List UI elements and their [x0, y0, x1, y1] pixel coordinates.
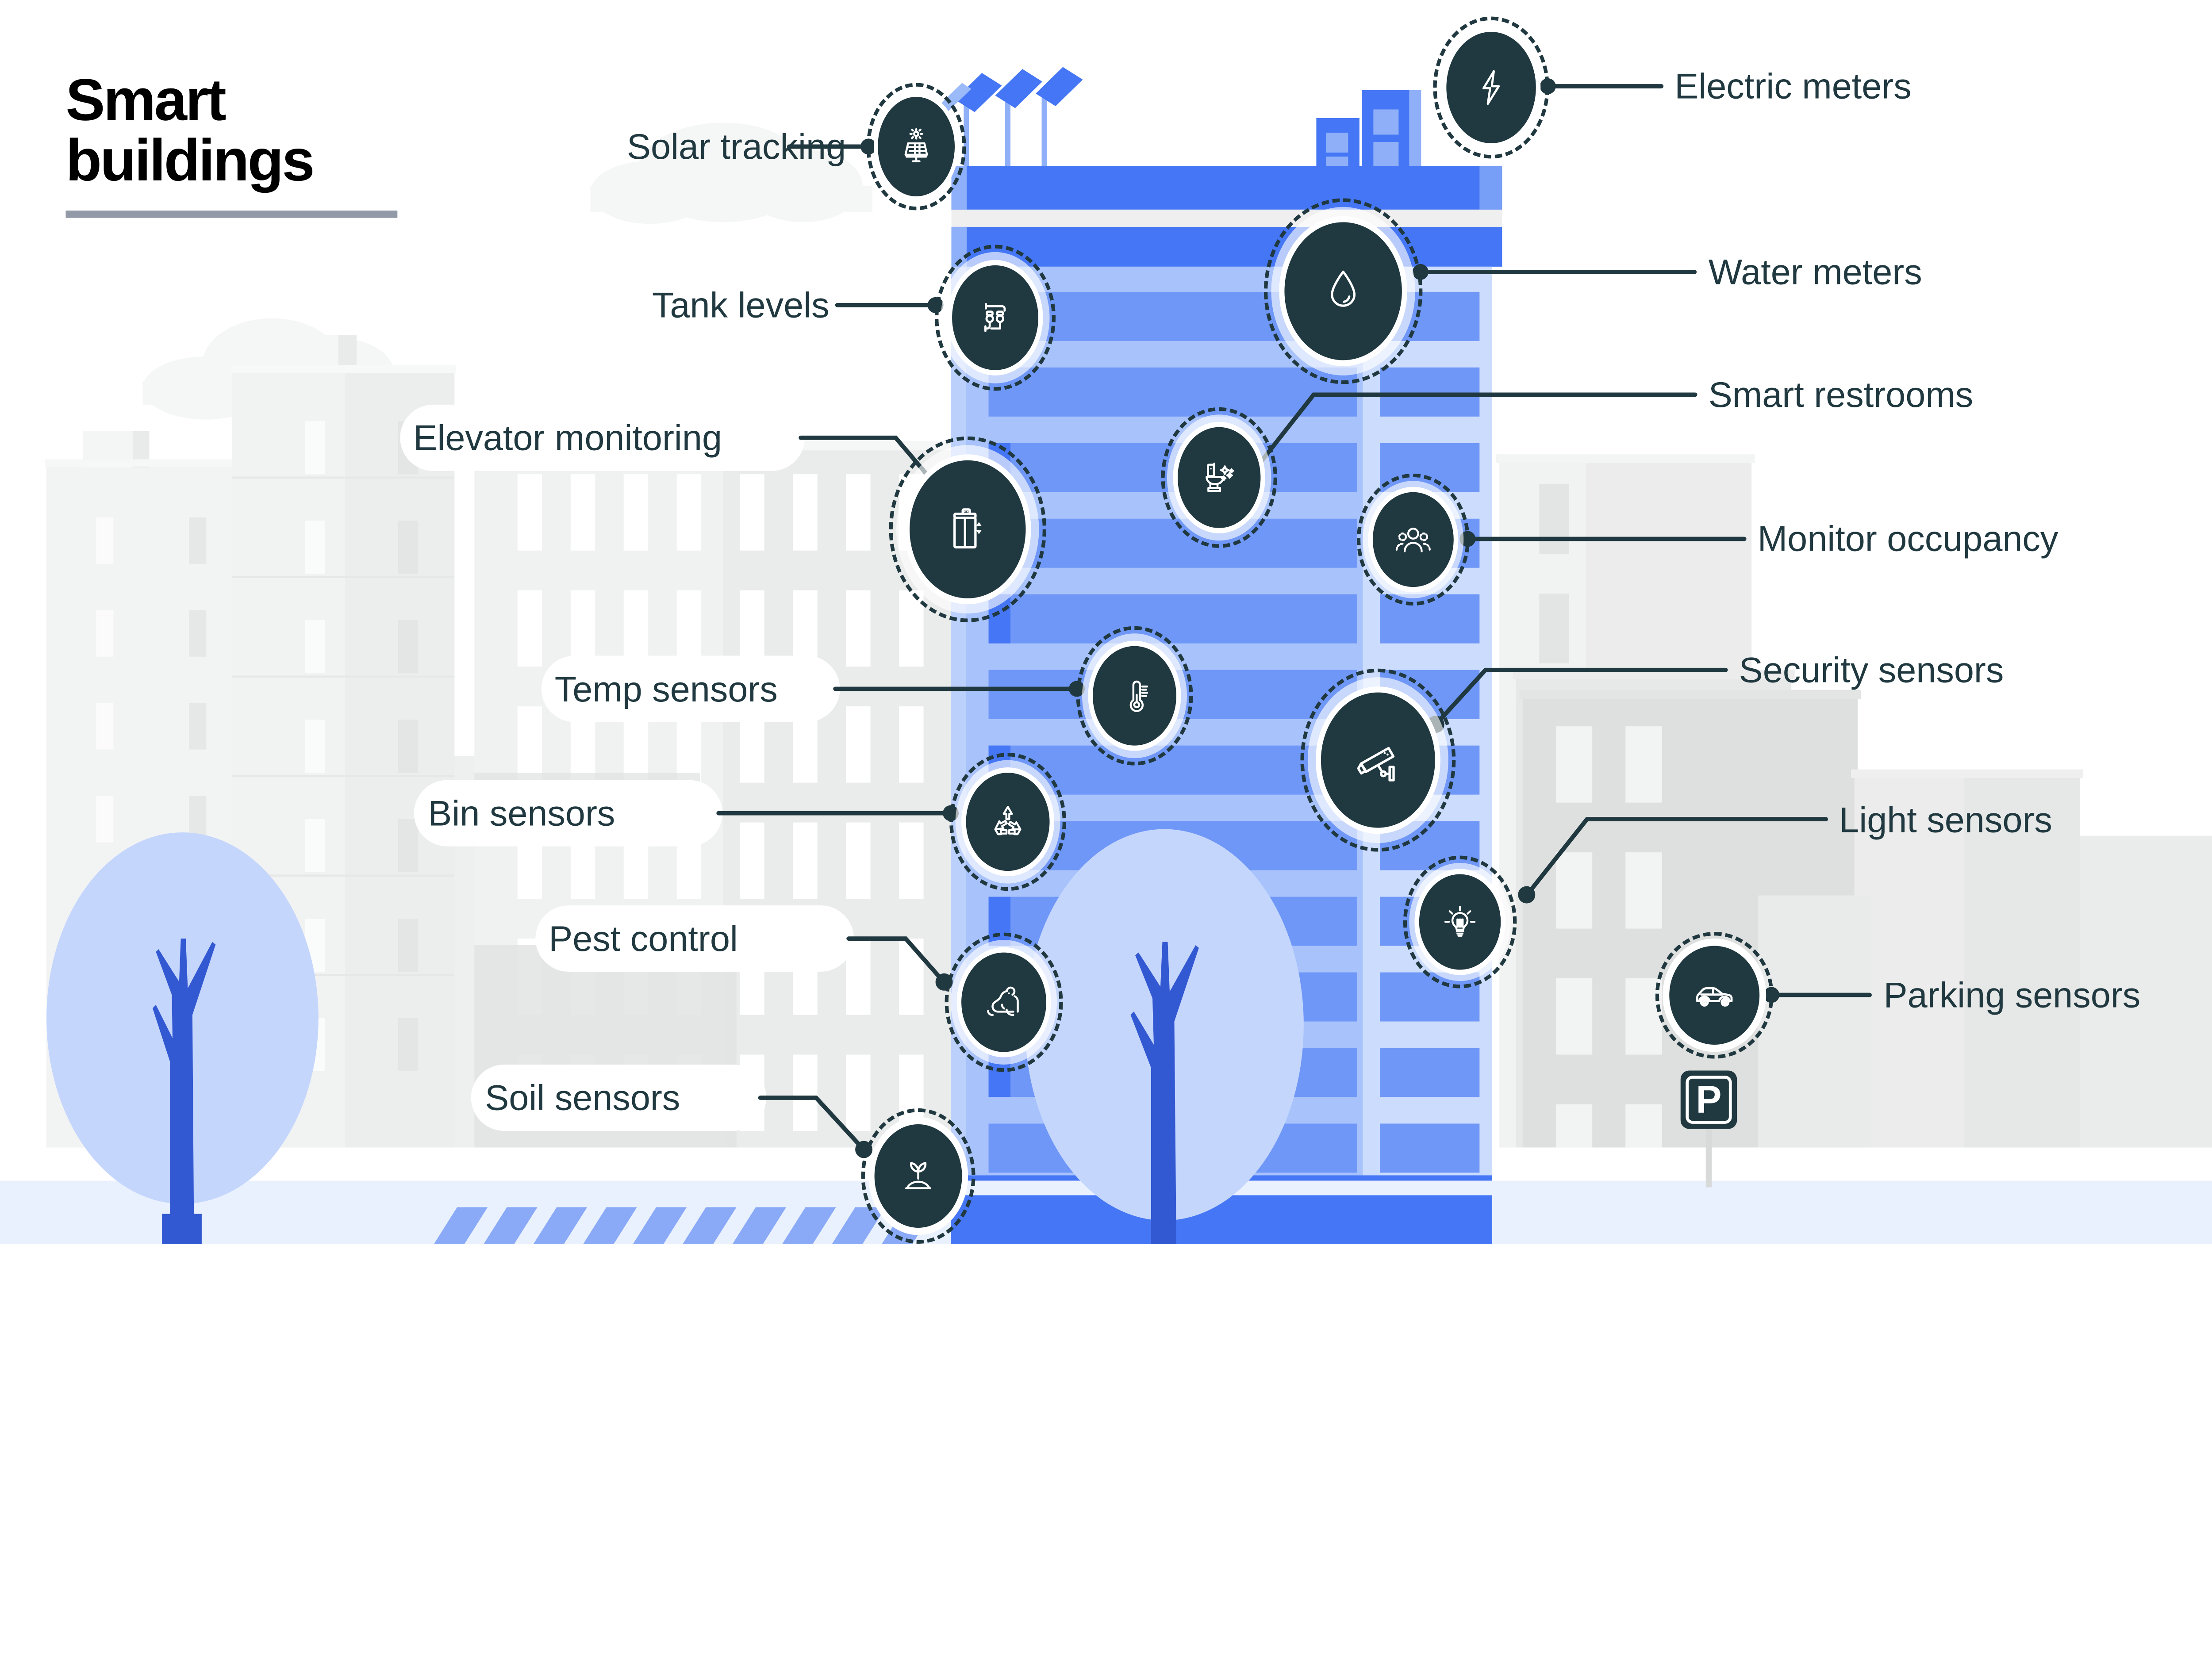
- dashed-ring: [1403, 855, 1517, 989]
- sensor-label-electric-meters[interactable]: Electric meters: [1674, 66, 1912, 106]
- sensor-label-tank-levels[interactable]: Tank levels: [652, 285, 830, 325]
- solar-panel-icon: [897, 127, 936, 166]
- sensor-label-pest-control[interactable]: Pest control: [549, 918, 738, 959]
- dashed-ring: [861, 1108, 975, 1244]
- label-pill-temp-sensors: [541, 655, 840, 722]
- sensor-label-smart-restrooms[interactable]: Smart restrooms: [1708, 374, 1974, 415]
- pipe-gauge-icon: [975, 298, 1015, 338]
- elevator-icon: [943, 505, 992, 554]
- sensor-node-smart-restrooms[interactable]: [1161, 407, 1277, 548]
- thermometer-icon: [1114, 676, 1154, 716]
- sensor-node-water-meters[interactable]: [1263, 198, 1423, 384]
- toilet-sparkle-icon: [1199, 458, 1238, 497]
- title-underline-rule: [65, 211, 398, 218]
- icon-disc: [1284, 222, 1402, 360]
- sensor-label-security-sensors[interactable]: Security sensors: [1739, 649, 2004, 690]
- sensor-node-bin-sensors[interactable]: [949, 753, 1067, 891]
- dashed-ring: [889, 436, 1047, 622]
- sensor-node-pest-control[interactable]: [945, 932, 1063, 1072]
- sensor-node-elevator-monitoring[interactable]: [889, 436, 1047, 622]
- icon-disc: [1321, 692, 1435, 828]
- sensor-node-light-sensors[interactable]: [1403, 855, 1517, 989]
- rodent-icon: [984, 982, 1024, 1022]
- dashed-ring: [1161, 407, 1277, 548]
- sensor-label-elevator-monitoring[interactable]: Elevator monitoring: [413, 418, 722, 458]
- infographic-canvas: P: [0, 16, 2212, 1244]
- label-pill-soil-sensors: [471, 1065, 767, 1131]
- lightning-bolt-icon: [1471, 68, 1511, 107]
- tree-left: [46, 832, 319, 1244]
- icon-disc: [966, 773, 1050, 871]
- dashed-ring: [935, 245, 1056, 391]
- page-title-block: Smart buildings: [65, 69, 464, 218]
- dashed-ring: [949, 753, 1067, 891]
- dashed-ring: [1263, 198, 1423, 384]
- icon-disc: [874, 1124, 962, 1228]
- dashed-ring: [1300, 668, 1456, 852]
- sensor-node-electric-meters[interactable]: [1433, 16, 1549, 159]
- sensor-node-solar-tracking[interactable]: [866, 83, 966, 211]
- sensor-node-parking-sensors[interactable]: [1655, 932, 1774, 1059]
- connector-lines: [716, 78, 1872, 1158]
- label-pill-elevator-monitoring: [400, 404, 805, 471]
- cctv-camera-icon: [1353, 735, 1403, 785]
- icon-disc: [1093, 646, 1176, 746]
- sensor-node-tank-levels[interactable]: [935, 245, 1056, 391]
- dashed-ring: [1356, 473, 1470, 606]
- dashed-ring: [866, 83, 966, 211]
- recycle-icon: [988, 802, 1027, 841]
- icon-disc: [1372, 492, 1454, 587]
- svg-text:P: P: [1696, 1078, 1721, 1121]
- city-skyline-right: [1496, 454, 2212, 1148]
- icon-disc: [1419, 874, 1501, 970]
- label-pill-pest-control: [535, 905, 854, 972]
- page-title: Smart buildings: [65, 66, 315, 193]
- icon-disc: [961, 952, 1047, 1052]
- icon-disc: [1446, 31, 1536, 143]
- dashed-ring: [945, 932, 1063, 1072]
- water-drop-icon: [1318, 266, 1368, 316]
- rooftop-solar-array: [939, 67, 1083, 172]
- lightbulb-icon: [1441, 903, 1479, 941]
- icon-disc: [1669, 946, 1760, 1045]
- icon-disc: [952, 265, 1039, 370]
- sensor-label-light-sensors[interactable]: Light sensors: [1839, 799, 2052, 840]
- parking-sign: P: [1680, 1070, 1737, 1188]
- sensor-node-soil-sensors[interactable]: [861, 1108, 975, 1244]
- sensor-label-bin-sensors[interactable]: Bin sensors: [428, 793, 615, 833]
- sensor-node-monitor-occupancy[interactable]: [1356, 473, 1470, 606]
- ground-strip: [0, 1180, 2212, 1244]
- sensor-label-parking-sensors[interactable]: Parking sensors: [1883, 974, 2141, 1015]
- sensor-label-solar-tracking[interactable]: Solar tracking: [626, 126, 846, 167]
- dashed-ring: [1076, 626, 1193, 766]
- icon-disc: [1177, 427, 1261, 528]
- tree-center: [1025, 829, 1304, 1244]
- sprout-icon: [899, 1157, 937, 1195]
- icon-disc: [910, 460, 1026, 598]
- label-pill-bin-sensors: [414, 780, 723, 847]
- sensor-label-monitor-occupancy[interactable]: Monitor occupancy: [1757, 518, 2058, 559]
- car-icon: [1693, 974, 1736, 1016]
- dashed-ring: [1655, 932, 1774, 1059]
- sensor-node-security-sensors[interactable]: [1300, 668, 1456, 852]
- sensor-label-temp-sensors[interactable]: Temp sensors: [554, 669, 778, 709]
- icon-disc: [878, 96, 955, 196]
- people-group-icon: [1394, 521, 1432, 559]
- sensor-label-soil-sensors[interactable]: Soil sensors: [485, 1077, 680, 1118]
- sensor-node-temp-sensors[interactable]: [1076, 626, 1193, 766]
- sensor-label-water-meters[interactable]: Water meters: [1708, 252, 1922, 292]
- dashed-ring: [1433, 16, 1549, 159]
- rooftop-mechanical-block: [1316, 90, 1421, 172]
